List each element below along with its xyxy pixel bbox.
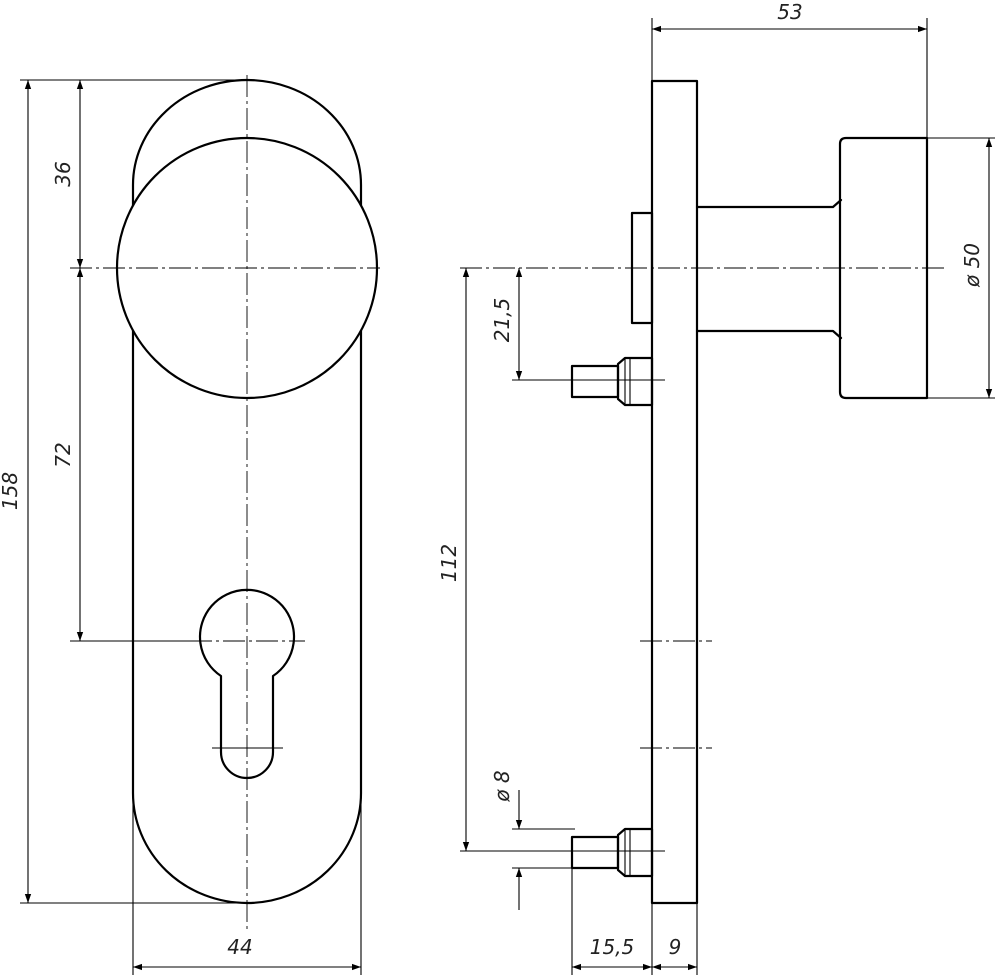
front-extension-lines: [20, 79, 362, 975]
lower-screw: [570, 827, 654, 878]
label-158: 158: [0, 472, 22, 510]
label-36: 36: [51, 161, 75, 186]
dimension-labels: 158 36 72 44 53 ø 50 21,5 112 ø 8 15,5 9: [0, 0, 984, 959]
label-9: 9: [669, 935, 682, 959]
label-15-5: 15,5: [590, 935, 635, 959]
label-8: ø 8: [490, 770, 514, 802]
front-view: [70, 75, 380, 930]
label-50: ø 50: [960, 243, 984, 288]
label-53: 53: [777, 0, 802, 24]
upper-screw: [570, 356, 654, 407]
front-dimension-lines: [24, 80, 361, 971]
side-extension-lines: [512, 18, 995, 975]
knob-shank: [695, 198, 843, 340]
label-72: 72: [51, 442, 75, 467]
label-21-5: 21,5: [490, 298, 514, 343]
knob-side: [838, 136, 929, 400]
backplate-side: [650, 79, 699, 905]
backplate-outline: [131, 78, 363, 905]
label-112: 112: [437, 544, 461, 582]
side-dimension-lines: [462, 25, 993, 971]
keyhole: [198, 588, 296, 780]
side-view: [460, 79, 945, 905]
label-44: 44: [227, 935, 252, 959]
